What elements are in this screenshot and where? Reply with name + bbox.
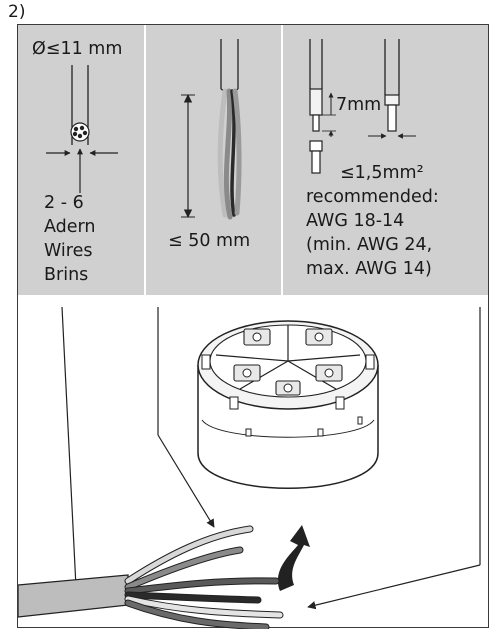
instruction-frame: Ø≤11 mm 2 - 6 Adern Wires Brins ≤ 50 mm … [17,24,489,629]
strip-length-diagram [181,39,242,220]
wire-count-label: 2 - 6 [44,193,84,213]
wires-label-fr: Brins [44,265,89,285]
step-number: 2) [8,2,26,22]
max-diameter-label: Ø≤11 mm [32,39,123,59]
installation-illustration [18,39,481,629]
recommended-label: recommended: [306,187,439,207]
diameter-panel [18,25,144,295]
terminal-housing [197,320,379,489]
strip-length-label: ≤ 50 mm [168,231,251,251]
wires-label-en: Wires [44,241,93,261]
multi-core-cable [18,525,284,629]
wires-label-de: Adern [44,217,96,237]
strip-length-panel [146,25,281,295]
awg-max-label: max. AWG 14) [306,259,432,279]
cable-diameter-diagram [46,65,118,193]
cross-section-label: ≤1,5mm² [340,163,424,183]
insertion-arrow [277,525,310,591]
ferrule-length-label: 7mm [336,95,382,115]
ferrule-diagram [309,39,416,174]
awg-min-label: (min. AWG 24, [306,235,433,255]
awg-range-label: AWG 18-14 [306,211,405,231]
